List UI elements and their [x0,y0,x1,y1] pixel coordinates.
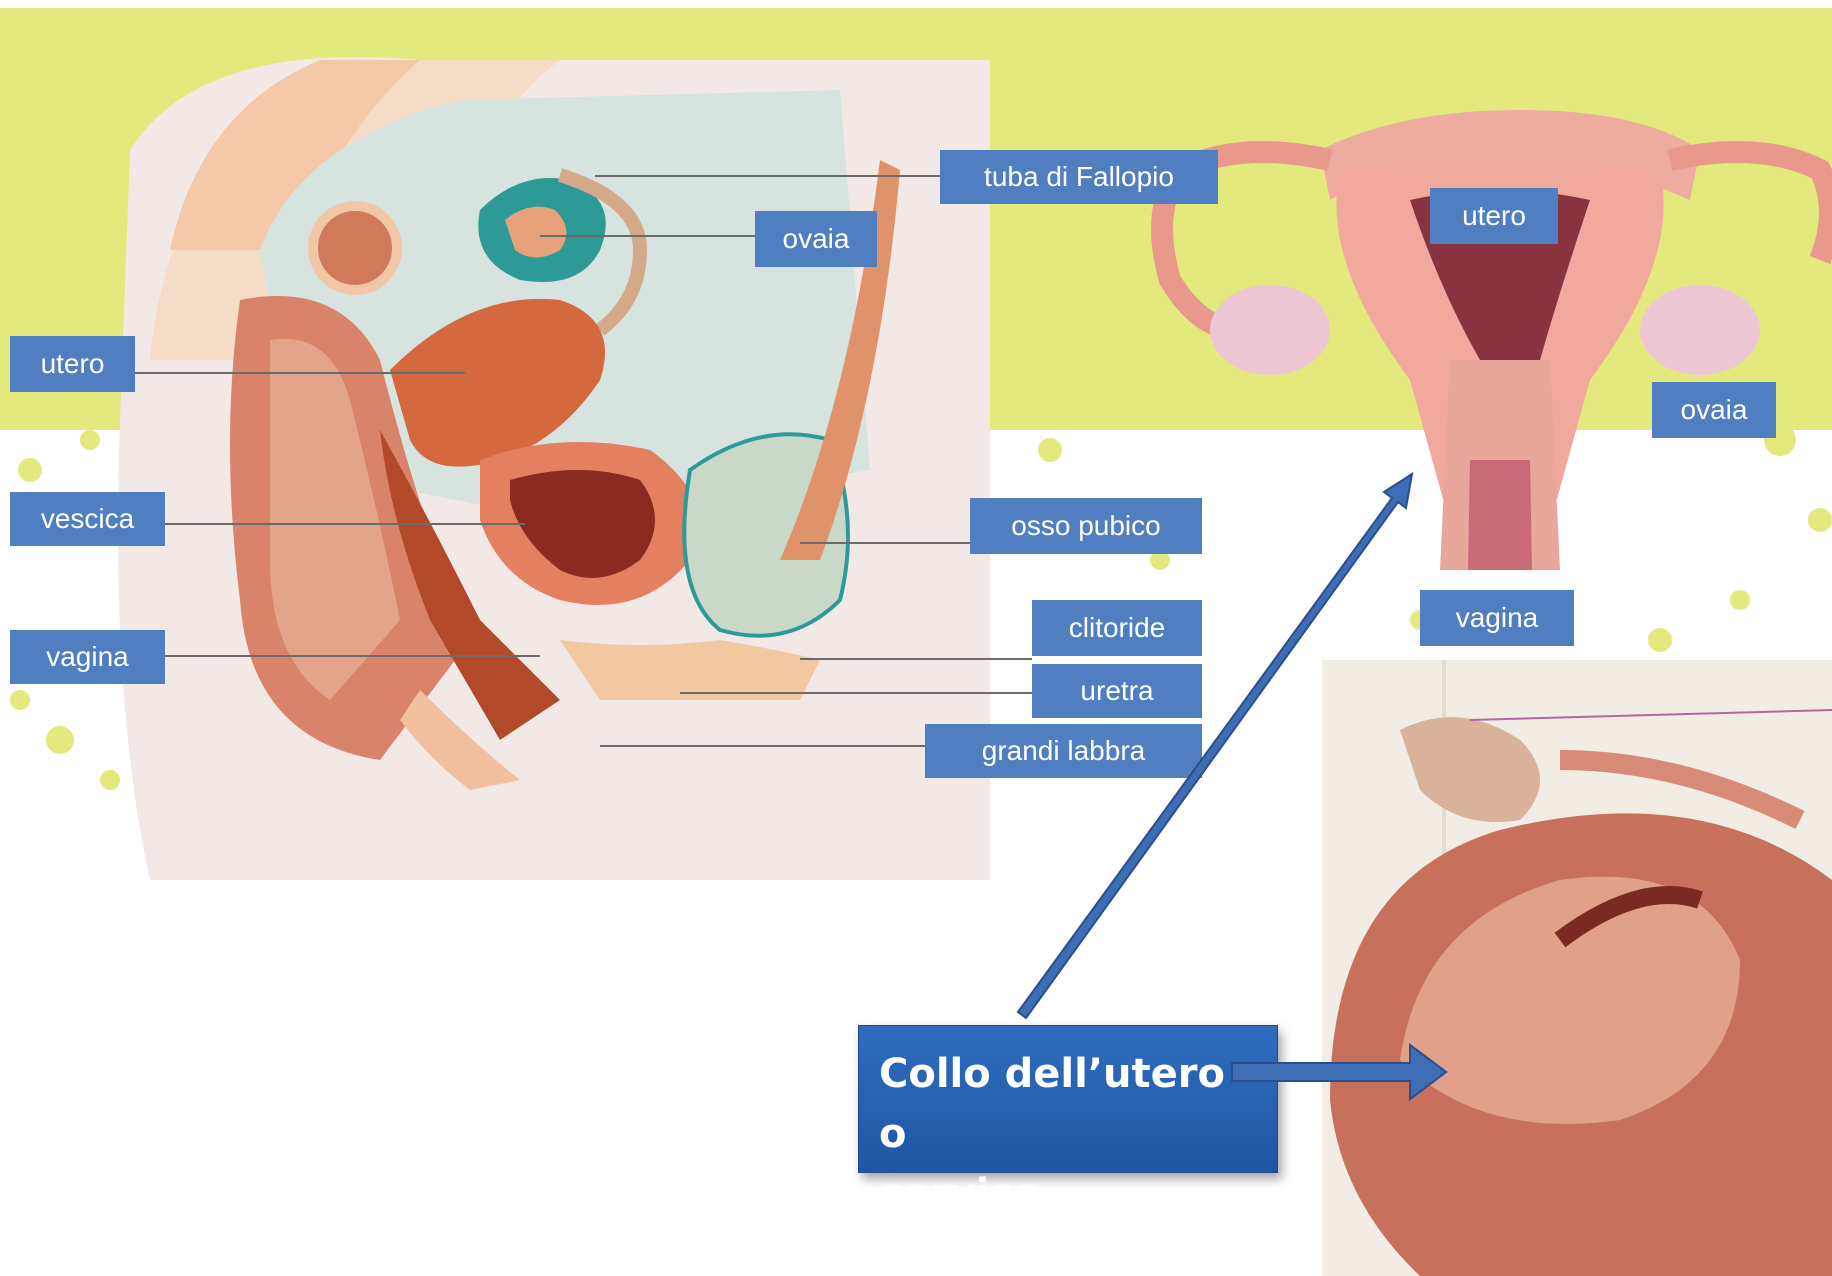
callout-arrow-overlay [0,0,1832,1276]
